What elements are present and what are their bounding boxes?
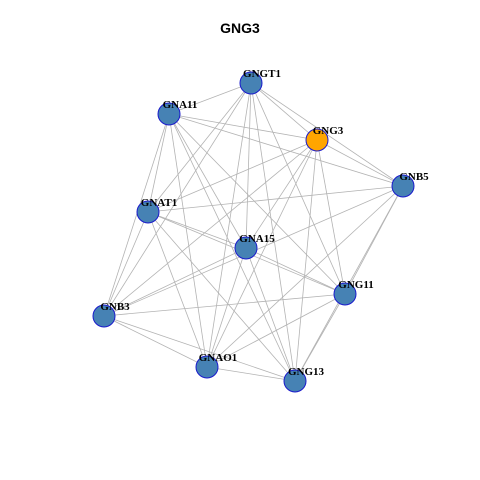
edge-gnat1-gng13 bbox=[147, 211, 296, 382]
node-label-gngt1: GNGT1 bbox=[243, 68, 281, 80]
edge-gna15-gng11 bbox=[245, 247, 346, 295]
node-label-gna15: GNA15 bbox=[239, 233, 275, 245]
edge-gng3-gnao1 bbox=[206, 139, 318, 368]
edge-gngt1-gng11 bbox=[250, 82, 346, 295]
node-gnb3[interactable] bbox=[92, 304, 116, 328]
edge-gnb5-gnao1 bbox=[206, 185, 404, 368]
edge-gnb5-gnat1 bbox=[147, 185, 404, 213]
edge-gngt1-gna15 bbox=[245, 82, 252, 249]
edge-gnat1-gna15 bbox=[147, 211, 247, 249]
edge-gnat1-gnao1 bbox=[147, 211, 208, 368]
edge-gna11-gng3 bbox=[168, 113, 318, 141]
edge-gna11-gnb3 bbox=[103, 113, 170, 317]
edge-gnao1-gng13 bbox=[206, 366, 296, 382]
edge-gng3-gna15 bbox=[245, 139, 318, 249]
node-label-gnb3: GNB3 bbox=[100, 301, 130, 313]
edge-gng3-gnb3 bbox=[103, 139, 318, 317]
edge-gngt1-gng13 bbox=[250, 82, 296, 382]
node-label-gnat1: GNAT1 bbox=[141, 197, 177, 209]
edge-gng11-gnao1 bbox=[206, 293, 346, 368]
edge-gng3-gng13 bbox=[294, 139, 318, 382]
edge-gngt1-gnat1 bbox=[147, 82, 252, 213]
edge-gna11-gnb5 bbox=[168, 113, 404, 187]
node-label-gna11: GNA11 bbox=[163, 99, 198, 111]
node-label-gng13: GNG13 bbox=[288, 366, 325, 378]
diagram-title: GNG3 bbox=[220, 20, 260, 36]
edge-gnb3-gnao1 bbox=[103, 315, 208, 368]
edge-gna11-gnao1 bbox=[168, 113, 208, 368]
edge-gngt1-gnao1 bbox=[206, 82, 252, 368]
edge-gng11-gng13 bbox=[294, 293, 346, 382]
edge-gna15-gnb3 bbox=[103, 247, 247, 317]
node-gng3[interactable] bbox=[305, 128, 329, 152]
node-gnat1[interactable] bbox=[136, 200, 160, 224]
edge-gna11-gnat1 bbox=[147, 113, 170, 213]
edge-gna11-gna15 bbox=[168, 113, 247, 249]
node-gna11[interactable] bbox=[157, 102, 181, 126]
node-gngt1[interactable] bbox=[239, 71, 263, 95]
edge-gna15-gng13 bbox=[245, 247, 296, 382]
node-label-gnao1: GNAO1 bbox=[199, 352, 238, 364]
edge-gng11-gnb3 bbox=[103, 293, 346, 317]
edge-gngt1-gng3 bbox=[250, 82, 318, 141]
edge-gng3-gnb5 bbox=[316, 139, 404, 187]
node-label-gnb5: GNB5 bbox=[399, 171, 429, 183]
node-gng13[interactable] bbox=[283, 369, 307, 393]
edge-gna15-gnao1 bbox=[206, 247, 247, 368]
edge-gna11-gng13 bbox=[168, 113, 296, 382]
node-gng11[interactable] bbox=[333, 282, 357, 306]
edge-gna11-gng11 bbox=[168, 113, 346, 295]
edge-gnb3-gng13 bbox=[103, 315, 296, 382]
node-gna15[interactable] bbox=[234, 236, 258, 260]
edge-gnat1-gnb3 bbox=[103, 211, 149, 317]
node-label-gng3: GNG3 bbox=[313, 125, 344, 137]
node-gnao1[interactable] bbox=[195, 355, 219, 379]
edge-gngt1-gna11 bbox=[168, 82, 252, 115]
node-label-gng11: GNG11 bbox=[338, 279, 373, 291]
edge-gng3-gnat1 bbox=[147, 139, 318, 213]
node-gnb5[interactable] bbox=[391, 174, 415, 198]
